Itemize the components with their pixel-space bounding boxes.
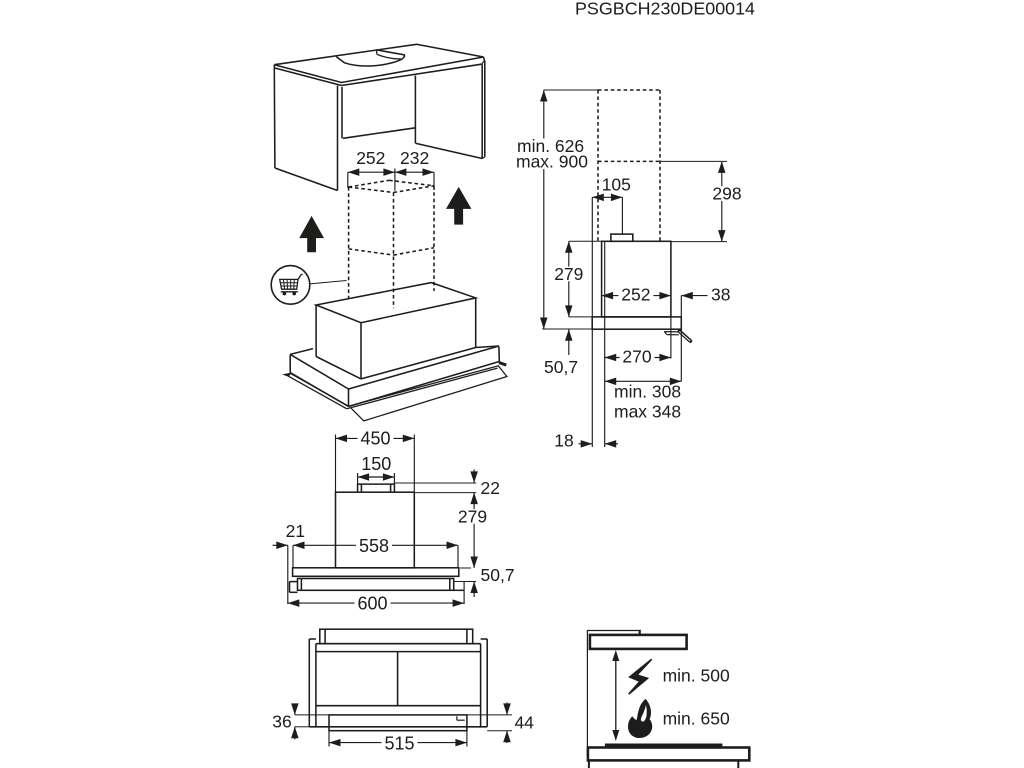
svg-text:252: 252 <box>621 284 650 304</box>
svg-text:36: 36 <box>272 712 291 732</box>
svg-text:270: 270 <box>622 347 651 367</box>
svg-text:252: 252 <box>356 148 385 168</box>
svg-text:279: 279 <box>458 507 487 527</box>
svg-text:515: 515 <box>384 733 414 753</box>
svg-text:min. 308: min. 308 <box>614 381 681 401</box>
svg-text:50,7: 50,7 <box>481 565 515 585</box>
svg-text:18: 18 <box>554 431 573 451</box>
svg-text:232: 232 <box>400 148 429 168</box>
svg-text:min. 626: min. 626 <box>517 136 584 156</box>
svg-text:22: 22 <box>481 478 500 498</box>
svg-text:600: 600 <box>357 594 387 614</box>
svg-text:PSGBCH230DE00014: PSGBCH230DE00014 <box>575 0 755 19</box>
svg-text:44: 44 <box>514 712 534 732</box>
svg-text:298: 298 <box>712 184 741 204</box>
svg-text:min. 650: min. 650 <box>663 709 730 729</box>
svg-text:450: 450 <box>360 429 390 449</box>
svg-text:150: 150 <box>361 454 391 474</box>
svg-text:50,7: 50,7 <box>544 357 578 377</box>
svg-text:max 348: max 348 <box>614 401 681 421</box>
svg-text:min. 500: min. 500 <box>663 666 730 686</box>
svg-text:38: 38 <box>711 284 730 304</box>
svg-text:21: 21 <box>286 521 305 541</box>
svg-text:558: 558 <box>359 536 389 556</box>
svg-text:max. 900: max. 900 <box>516 152 588 172</box>
svg-text:279: 279 <box>554 264 583 284</box>
svg-text:105: 105 <box>602 174 631 194</box>
